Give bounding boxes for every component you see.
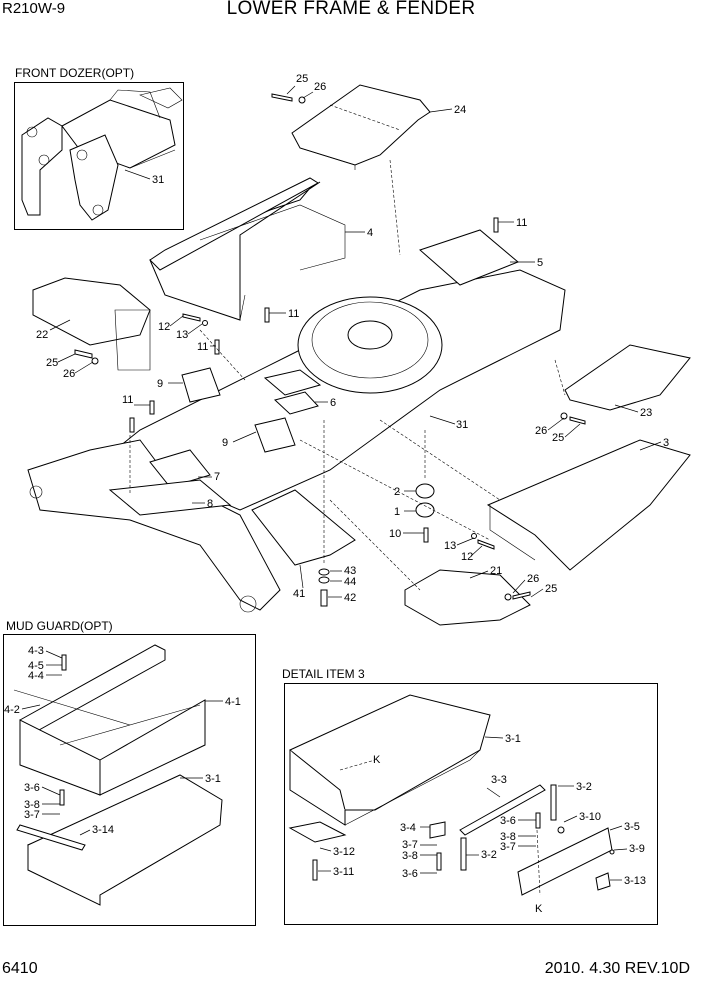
mud-guard-drawing xyxy=(13,644,223,906)
callout: 3-2 xyxy=(576,781,592,793)
callout: 7 xyxy=(214,471,220,483)
callout: 11 xyxy=(122,394,133,406)
callout: 25 xyxy=(296,73,308,85)
callout: 41 xyxy=(293,588,305,600)
callout: 25 xyxy=(545,583,557,595)
mud-guard-inset xyxy=(3,634,256,926)
detail-item3-inset xyxy=(284,683,658,925)
callout: 3-3 xyxy=(491,774,507,786)
mud-guard-label: MUD GUARD(OPT) xyxy=(6,619,113,633)
callout: 12 xyxy=(158,321,170,333)
callout: 3-13 xyxy=(624,875,646,887)
callout: 24 xyxy=(454,104,466,116)
callout: 3-8 xyxy=(500,831,516,843)
detail-item3-drawing xyxy=(288,694,615,896)
callout: 1 xyxy=(394,506,400,518)
callout: 26 xyxy=(535,425,547,437)
page-title: LOWER FRAME & FENDER xyxy=(226,0,476,19)
callout: 13 xyxy=(444,540,456,552)
callout: 3-7 xyxy=(402,839,418,851)
revision-date: 2010. 4.30 REV.10D xyxy=(544,960,690,977)
callout: 3-9 xyxy=(629,843,645,855)
callout: 3-11 xyxy=(333,866,354,878)
callout: 10 xyxy=(389,528,401,540)
callout: K xyxy=(535,903,543,915)
main-assembly-drawing xyxy=(27,84,691,626)
callout: 26 xyxy=(314,81,326,93)
callout: 3-6 xyxy=(24,782,40,794)
callout: 26 xyxy=(527,573,539,585)
callout: 4 xyxy=(367,227,373,239)
callout: 2 xyxy=(394,486,400,498)
callout: 11 xyxy=(516,217,527,229)
front-dozer-inset xyxy=(14,82,184,230)
callout: 6 xyxy=(330,397,336,409)
callout: 3-8 xyxy=(402,850,418,862)
callout: 22 xyxy=(36,329,48,341)
front-dozer-label: FRONT DOZER(OPT) xyxy=(15,66,135,80)
callout: 3 xyxy=(663,437,669,449)
callout: 4-2 xyxy=(4,704,20,716)
callout: 3-4 xyxy=(400,822,416,834)
callout: 4-1 xyxy=(225,696,241,708)
callout: 42 xyxy=(344,592,356,604)
callout: 43 xyxy=(344,565,356,577)
callout: 25 xyxy=(552,432,564,444)
callout: 3-12 xyxy=(333,846,355,858)
callout: 8 xyxy=(207,498,213,510)
callout-labels: 25 26 24 31 4 11 5 22 12 13 11 11 25 26 … xyxy=(4,73,669,915)
callout: 3-14 xyxy=(92,824,114,836)
callout: 11 xyxy=(197,341,208,353)
callout: 13 xyxy=(176,329,188,341)
callout: 5 xyxy=(537,257,543,269)
callout: 3-6 xyxy=(500,815,516,827)
callout: 3-7 xyxy=(500,841,516,853)
callout: 4-3 xyxy=(28,645,44,657)
callout: 21 xyxy=(490,565,502,577)
callout: 3-2 xyxy=(481,849,497,861)
callout: 9 xyxy=(222,437,228,449)
callout: 3-8 xyxy=(24,799,40,811)
callout: 3-5 xyxy=(624,821,640,833)
front-dozer-drawing xyxy=(21,87,183,221)
callout: K xyxy=(373,754,381,766)
callout: 3-6 xyxy=(402,868,418,880)
callout: 31 xyxy=(152,174,164,186)
callout: 9 xyxy=(157,378,163,390)
callout: 26 xyxy=(63,368,75,380)
callout: 25 xyxy=(46,357,58,369)
callout: 11 xyxy=(288,308,299,320)
leader-lines xyxy=(21,85,662,881)
callout: 3-7 xyxy=(24,809,40,821)
callout: 4-4 xyxy=(28,670,44,682)
detail-item3-label: DETAIL ITEM 3 xyxy=(282,667,365,681)
callout: 23 xyxy=(640,407,652,419)
callout: 4-5 xyxy=(28,660,44,672)
model-code: R210W-9 xyxy=(2,0,66,17)
page-number: 6410 xyxy=(2,960,38,977)
callout: 3-1 xyxy=(505,733,521,745)
callout: 3-10 xyxy=(579,811,601,823)
callout: 12 xyxy=(461,551,473,563)
callout: 3-1 xyxy=(205,773,221,785)
callout: 31 xyxy=(456,419,468,431)
callout: 44 xyxy=(344,576,356,588)
